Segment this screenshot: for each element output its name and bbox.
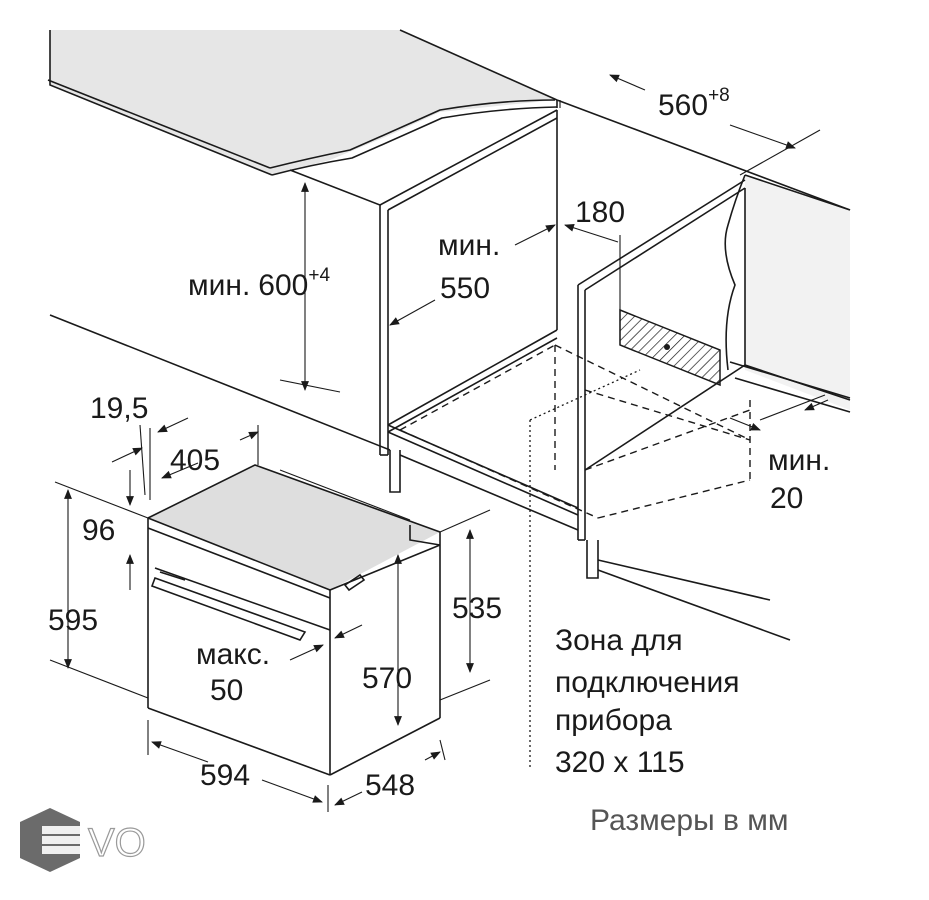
label-panel-height: 96 bbox=[82, 514, 115, 547]
label-frame-thickness: 19,5 bbox=[90, 392, 148, 425]
dimension-lines bbox=[49, 74, 829, 812]
oven bbox=[147, 464, 441, 776]
connection-zone-line1: Зона для bbox=[555, 624, 683, 657]
logo-text: VO bbox=[88, 821, 146, 865]
logo: VO bbox=[20, 808, 146, 872]
label-max-protrusion-line2: 50 bbox=[210, 674, 243, 707]
label-max-protrusion-line1: макс. bbox=[196, 638, 270, 671]
units-caption: Размеры в мм bbox=[590, 804, 789, 837]
label-min-height: мин.600+4 bbox=[188, 265, 330, 302]
label-min-gap-line2: 20 bbox=[770, 482, 803, 515]
label-min-depth-line1: мин. bbox=[438, 229, 500, 262]
label-vent-offset: 180 bbox=[575, 196, 625, 229]
label-total-depth: 548 bbox=[365, 769, 415, 802]
label-width-opening: 560+8 bbox=[658, 85, 730, 122]
label-min-depth-line2: 550 bbox=[440, 272, 490, 305]
label-inner-height: 570 bbox=[362, 662, 412, 695]
countertop bbox=[47, 29, 558, 176]
connection-zone-line2: подключения bbox=[555, 666, 739, 699]
connection-zone-line4: 320 x 115 bbox=[555, 746, 685, 779]
label-total-height: 595 bbox=[48, 604, 98, 637]
cabinet-floor bbox=[387, 329, 579, 516]
niche-dashed-outline bbox=[399, 344, 751, 770]
connection-zone-line3: прибора bbox=[555, 704, 672, 737]
floor-lines bbox=[49, 314, 851, 641]
connection-zone-text: Зона для подключения прибора 320 x 115 bbox=[555, 624, 739, 779]
label-body-height: 535 bbox=[452, 592, 502, 625]
back-wall bbox=[556, 99, 851, 410]
label-top-depth: 405 bbox=[170, 444, 220, 477]
ventilation-zone bbox=[619, 235, 721, 387]
dimension-labels: 560+8 мин.600+4 мин. 550 180 мин. 20 19,… bbox=[48, 85, 830, 802]
oven-side-handle bbox=[343, 573, 366, 592]
label-min-gap-line1: мин. bbox=[768, 444, 830, 477]
label-total-width: 594 bbox=[200, 759, 250, 792]
oven-door-handle bbox=[150, 571, 307, 641]
cabinet-left-panel bbox=[289, 109, 558, 493]
